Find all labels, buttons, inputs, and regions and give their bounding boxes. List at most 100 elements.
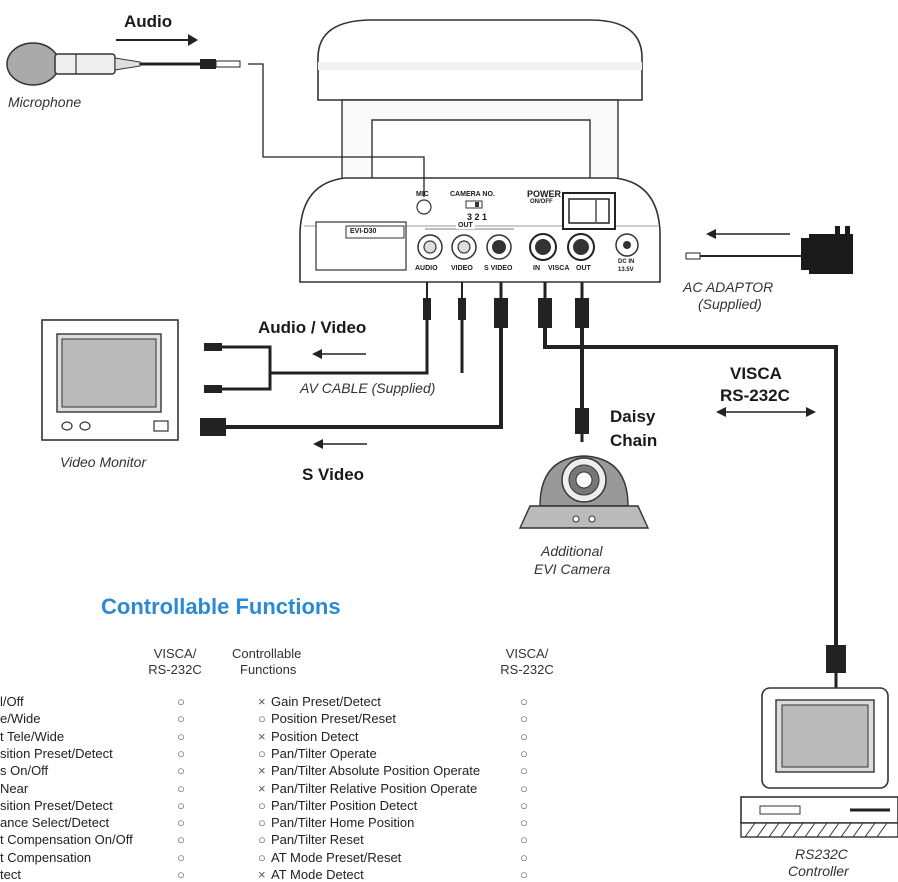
col3-header: VISCA/ RS-232C — [488, 646, 566, 678]
chain-label: Chain — [610, 431, 658, 450]
col1-header-line2: RS-232C — [148, 662, 202, 677]
left-function-name: t Compensation — [0, 849, 92, 865]
mic-jack — [416, 199, 432, 215]
panel-visca: VISCA — [548, 265, 570, 272]
panel-model: EVI-D30 — [350, 228, 377, 235]
right-function-support-mark: ○ — [520, 815, 528, 831]
panel-video: VIDEO — [451, 265, 473, 272]
right-function-symbol: ○ — [258, 832, 266, 848]
right-function-support-mark: ○ — [520, 797, 528, 813]
panel-power: POWER — [527, 189, 562, 199]
right-function-symbol: ○ — [258, 815, 266, 831]
left-function-name: sition Preset/Detect — [0, 797, 113, 813]
right-function-support-mark: ○ — [520, 745, 528, 761]
panel-cables — [423, 282, 589, 328]
panel-out2: OUT — [576, 265, 591, 272]
left-function-name: t Tele/Wide — [0, 728, 65, 744]
right-function-support-mark: ○ — [520, 832, 528, 848]
panel-camera-nums: 3 2 1 — [467, 212, 488, 222]
right-function-name: Pan/Tilter Relative Position Operate — [271, 780, 478, 796]
left-function-name: s On/Off — [0, 763, 49, 779]
additional-camera-icon — [518, 455, 650, 529]
panel-dc: DC IN — [618, 259, 635, 265]
ac-adaptor-supplied-label: (Supplied) — [698, 296, 762, 312]
controllable-functions-title: Controllable Functions — [101, 594, 341, 619]
right-function-name: Position Detect — [271, 728, 359, 744]
camera-number-switch — [465, 200, 483, 209]
left-function-support-mark: ○ — [177, 711, 185, 727]
left-function-support-mark: ○ — [177, 832, 185, 848]
rs232c-label: RS-232C — [720, 386, 790, 405]
daisy-label: Daisy — [610, 407, 656, 426]
col2-header-line2: Functions — [240, 662, 297, 677]
right-function-support-mark: ○ — [520, 867, 528, 882]
panel-mic: MIC — [416, 191, 429, 198]
microphone-icon — [6, 42, 241, 86]
right-function-symbol: × — [258, 867, 266, 882]
right-function-name: AT Mode Preset/Reset — [271, 849, 402, 865]
evi-camera-label: EVI Camera — [534, 561, 611, 577]
right-function-symbol: ○ — [258, 849, 266, 865]
panel-in: IN — [533, 265, 540, 272]
left-function-support-mark: ○ — [177, 780, 185, 796]
right-function-name: Position Preset/Reset — [271, 711, 397, 727]
left-function-name: e/Wide — [0, 711, 41, 727]
left-function-name: tect — [0, 867, 21, 882]
panel-on-off: ON/OFF — [530, 199, 553, 205]
controller-rs232c-label: RS232C — [795, 846, 848, 862]
left-function-support-mark: ○ — [177, 849, 185, 865]
right-function-support-mark: ○ — [520, 849, 528, 865]
right-function-name: Pan/Tilter Position Detect — [271, 797, 418, 813]
col1-header: VISCA/ RS-232C — [136, 646, 214, 678]
audio-video-label: Audio / Video — [258, 318, 367, 337]
panel-s-video: S VIDEO — [484, 265, 513, 272]
left-function-name: sition Preset/Detect — [0, 745, 113, 761]
right-function-support-mark: ○ — [520, 780, 528, 796]
left-function-name: Near — [0, 780, 29, 796]
microphone-label: Microphone — [8, 94, 82, 110]
video-monitor-label: Video Monitor — [60, 454, 147, 470]
rear-panel — [315, 192, 639, 271]
controller-label: Controller — [788, 863, 849, 879]
additional-label: Additional — [541, 543, 603, 559]
left-function-support-mark: ○ — [177, 728, 185, 744]
panel-out: OUT — [456, 222, 475, 229]
ac-adaptor-label: AC ADAPTOR — [683, 279, 774, 295]
right-function-support-mark: ○ — [520, 694, 528, 709]
right-function-symbol: × — [258, 728, 266, 744]
col3-header-line2: RS-232C — [500, 662, 554, 677]
right-function-support-mark: ○ — [520, 711, 528, 727]
right-function-support-mark: ○ — [520, 763, 528, 779]
col1-header-line1: VISCA/ — [153, 646, 197, 661]
ac-adaptor-icon — [685, 226, 853, 274]
right-function-symbol: × — [258, 780, 266, 796]
audio-arrow — [116, 34, 198, 46]
visca-label: VISCA — [730, 364, 782, 383]
right-function-symbol: ○ — [258, 745, 266, 761]
left-function-support-mark: ○ — [177, 694, 185, 709]
left-function-name: ance Select/Detect — [0, 815, 110, 831]
audio-label: Audio — [124, 12, 173, 31]
right-function-support-mark: ○ — [520, 728, 528, 744]
left-function-support-mark: ○ — [177, 745, 185, 761]
rs232c-controller-icon — [740, 687, 898, 838]
left-function-name: l/Off — [0, 694, 24, 709]
right-function-symbol: × — [258, 763, 266, 779]
left-function-support-mark: ○ — [177, 763, 185, 779]
right-function-name: AT Mode Detect — [271, 867, 364, 882]
col3-header-line1: VISCA/ — [505, 646, 549, 661]
col2-header-line1: Controllable — [232, 646, 302, 661]
left-function-support-mark: ○ — [177, 797, 185, 813]
right-function-name: Pan/Tilter Operate — [271, 745, 377, 761]
panel-camera-no: CAMERA NO. — [450, 191, 495, 198]
panel-audio: AUDIO — [415, 265, 438, 272]
video-monitor-icon — [41, 319, 179, 441]
right-function-name: Pan/Tilter Home Position — [271, 815, 415, 831]
right-function-symbol: ○ — [258, 711, 266, 727]
arrows — [312, 349, 816, 449]
s-video-label: S Video — [302, 465, 365, 484]
panel-volt: 13.5V — [618, 267, 634, 273]
right-function-name: Pan/Tilter Absolute Position Operate — [271, 763, 481, 779]
av-cable-label: AV CABLE (Supplied) — [300, 380, 436, 396]
